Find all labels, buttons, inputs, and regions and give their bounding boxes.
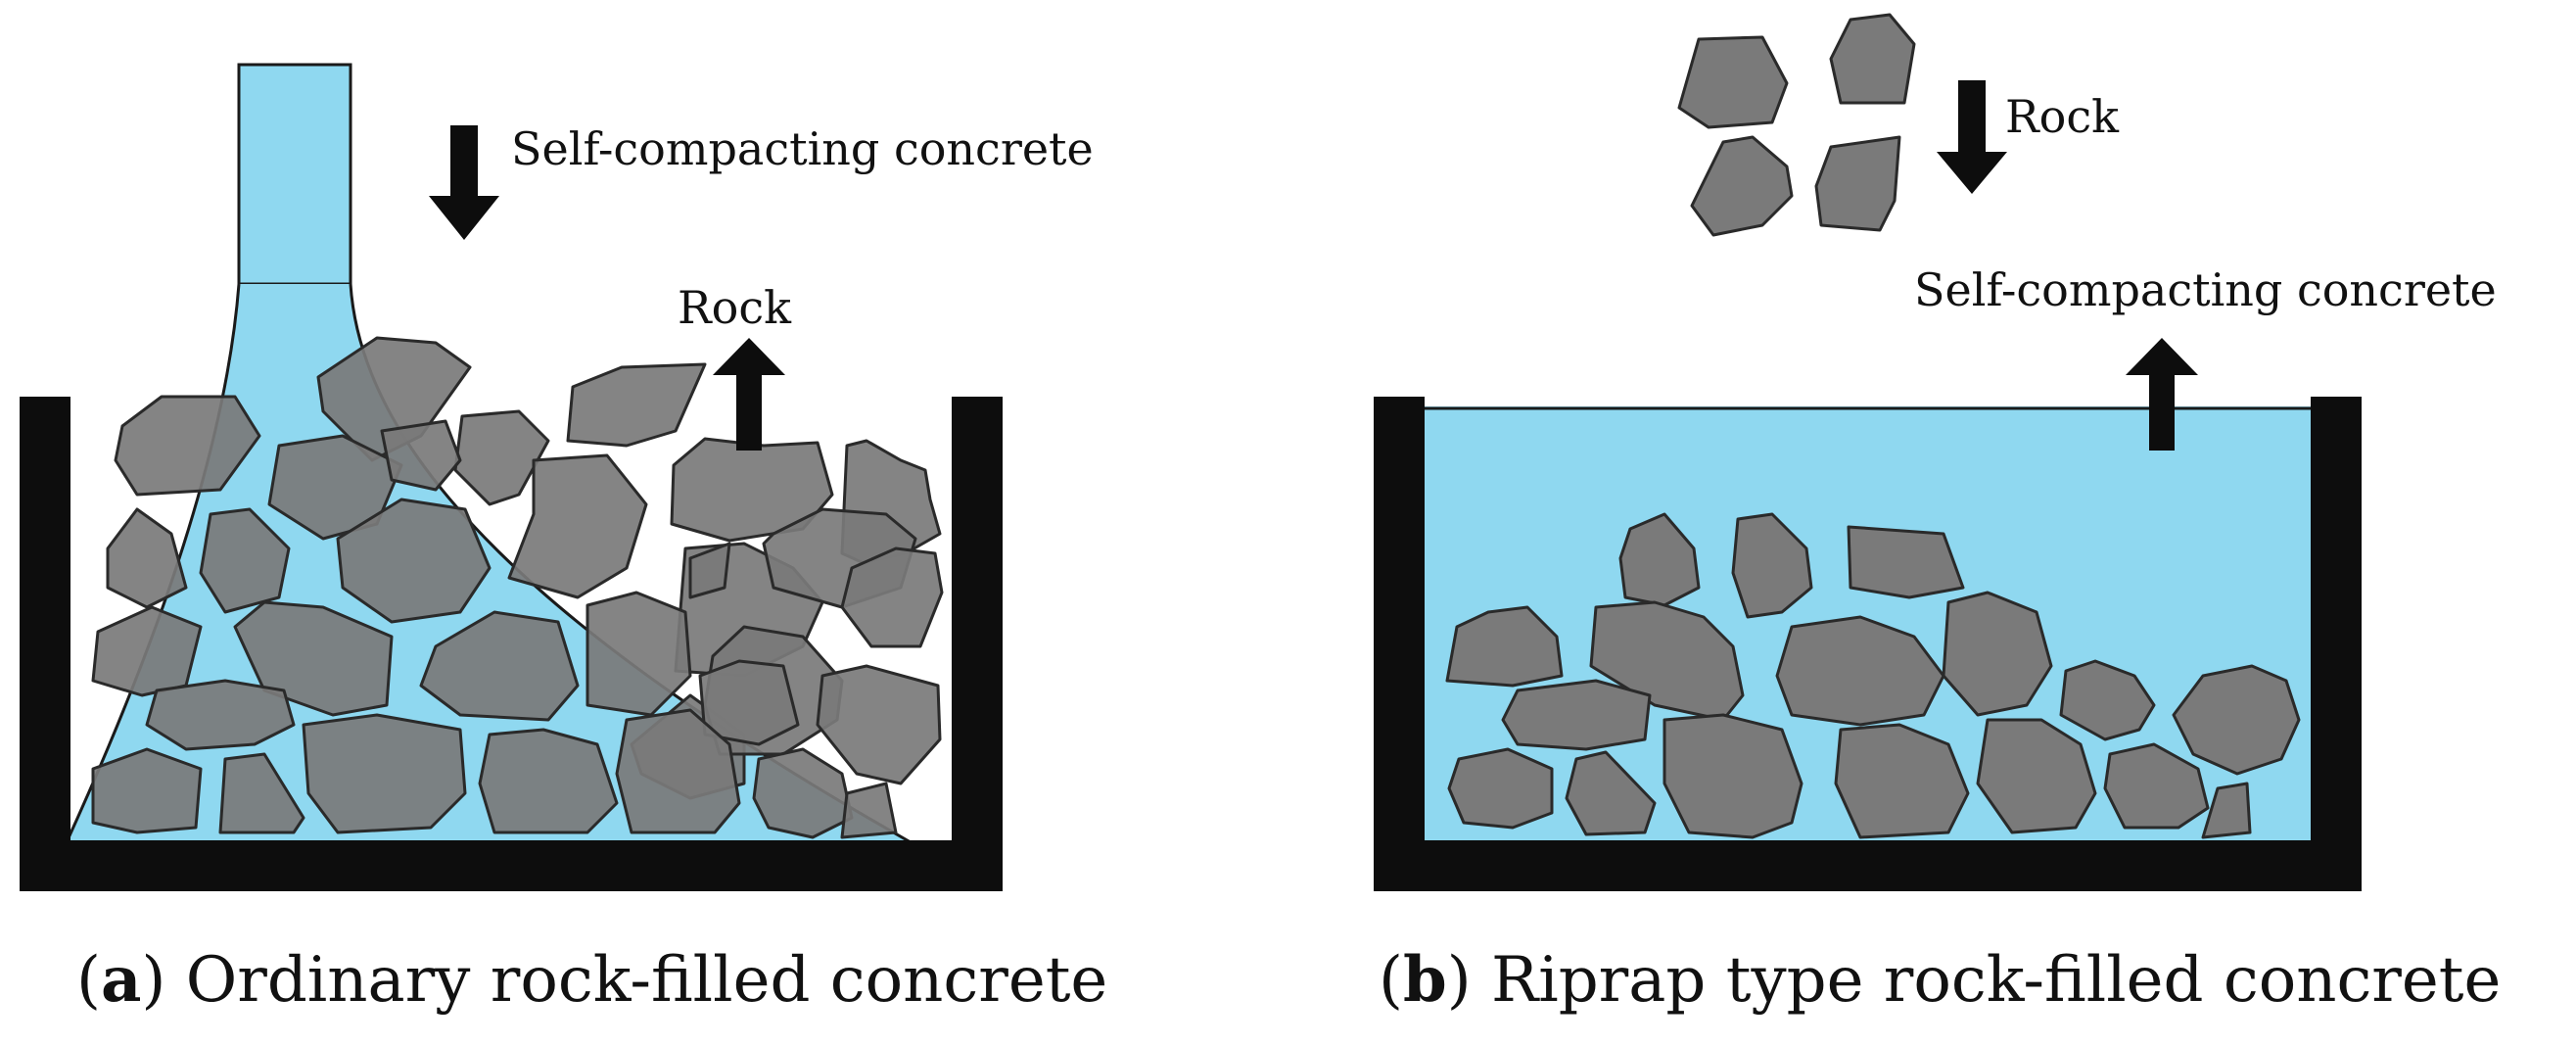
panel-b-arrow-down-label: Rock <box>2005 90 2120 143</box>
rock <box>1445 605 1564 688</box>
panel-a-arrow-down-label: Self-compacting concrete <box>511 122 1094 175</box>
rock <box>2059 659 2156 741</box>
caption-text <box>165 944 185 1017</box>
panel-a: Self-compacting concrete Rock (a) Ordina… <box>20 63 1107 1017</box>
rock <box>1814 135 1901 232</box>
panel-b: Rock Self-compacting concrete <box>1374 13 2501 1017</box>
rock <box>91 747 203 834</box>
rock <box>106 507 188 609</box>
caption-title: Ordinary rock-filled concrete <box>186 944 1108 1017</box>
panel-b-falling-rocks <box>1677 13 1916 237</box>
rock <box>2103 742 2210 830</box>
rock <box>507 453 648 599</box>
rock <box>478 728 619 834</box>
panel-b-caption: (b) Riprap type rock-filled concrete <box>1379 943 2501 1017</box>
container-bottom <box>1374 840 2362 891</box>
container-left-wall <box>20 397 70 891</box>
rock <box>840 782 898 839</box>
rock <box>453 409 550 506</box>
rock <box>1501 679 1652 751</box>
panel-a-rocks <box>91 336 944 839</box>
rock <box>566 362 707 448</box>
panel-a-caption: (a) Ordinary rock-filled concrete <box>76 943 1107 1017</box>
rock <box>2172 664 2301 776</box>
rock <box>145 679 296 751</box>
rock <box>419 610 580 722</box>
rock <box>2201 782 2252 839</box>
rock <box>816 664 942 785</box>
container-right-wall <box>952 397 1003 891</box>
rock <box>615 708 741 834</box>
panel-b-arrow-up-label: Self-compacting concrete <box>1914 263 2497 316</box>
rock <box>840 546 944 648</box>
rock <box>1677 35 1789 129</box>
caption-open-paren: ( <box>76 944 101 1017</box>
rock <box>688 542 731 599</box>
rock <box>316 336 472 462</box>
rock <box>1829 13 1916 105</box>
rock <box>91 605 203 697</box>
rock <box>1834 723 1970 839</box>
rock <box>199 507 291 614</box>
rock <box>1447 747 1554 830</box>
rock <box>670 437 834 543</box>
panel-a-container <box>20 397 1003 891</box>
rock <box>1847 525 1965 599</box>
panel-b-container <box>1374 397 2362 891</box>
arrow-up-icon <box>713 338 785 451</box>
caption-open-paren: ( <box>1379 944 1403 1017</box>
rock <box>1775 615 1945 727</box>
container-bottom <box>20 840 1003 891</box>
caption-text <box>1472 944 1491 1017</box>
rock <box>1731 512 1813 619</box>
panel-b-rocks <box>1445 512 2301 839</box>
rock <box>752 747 854 839</box>
arrow-down-icon <box>429 125 499 240</box>
caption-close-paren: ) <box>141 944 165 1017</box>
caption-title: Riprap type rock-filled concrete <box>1491 944 2501 1017</box>
rock <box>218 752 305 834</box>
arrow-down-icon <box>1937 80 2007 194</box>
rock <box>336 498 492 624</box>
rock <box>1565 750 1657 836</box>
caption-close-paren: ) <box>1447 944 1472 1017</box>
pour-pipe <box>237 63 352 286</box>
rock <box>1942 591 2053 717</box>
rock <box>1690 135 1794 237</box>
rock <box>1663 713 1803 839</box>
rock <box>585 591 692 717</box>
rock <box>380 419 462 492</box>
rock <box>114 395 261 497</box>
container-left-wall <box>1374 397 1425 891</box>
caption-letter: b <box>1403 943 1447 1017</box>
arrow-up-icon <box>2126 338 2198 451</box>
rock <box>1618 512 1701 607</box>
rock <box>302 713 467 834</box>
rock <box>1976 718 2097 834</box>
caption-letter: a <box>101 943 141 1017</box>
rock <box>1589 600 1745 722</box>
container-right-wall <box>2311 397 2362 891</box>
panel-a-arrow-up-label: Rock <box>678 281 792 334</box>
